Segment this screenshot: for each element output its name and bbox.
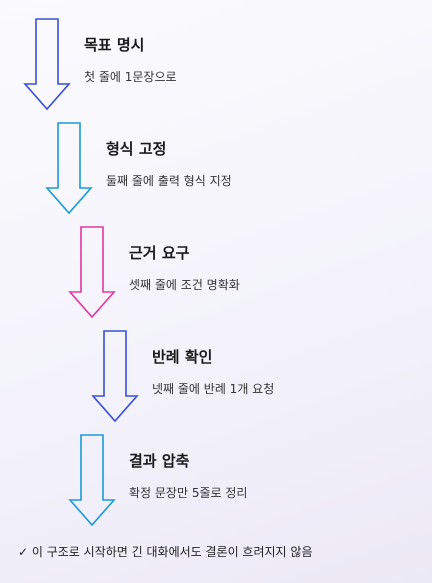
down-arrow-icon bbox=[23, 18, 71, 111]
step-title: 결과 압축 bbox=[129, 452, 190, 470]
footer-note: ✓ 이 구조로 시작하면 긴 대화에서도 결론이 흐려지지 않음 bbox=[18, 545, 313, 559]
down-arrow-icon bbox=[91, 330, 139, 423]
step-title: 형식 고정 bbox=[106, 140, 167, 158]
step-description: 셋째 줄에 조건 명확화 bbox=[129, 278, 240, 292]
step-title: 목표 명시 bbox=[84, 36, 145, 54]
step-title: 근거 요구 bbox=[129, 244, 190, 262]
step-title: 반례 확인 bbox=[152, 348, 213, 366]
down-arrow-icon bbox=[68, 434, 116, 527]
step-description: 둘째 줄에 출력 형식 지정 bbox=[106, 174, 232, 188]
down-arrow-icon bbox=[45, 122, 93, 215]
step-description: 확정 문장만 5줄로 정리 bbox=[129, 486, 248, 500]
step-description: 첫 줄에 1문장으로 bbox=[84, 70, 177, 84]
down-arrow-icon bbox=[68, 226, 116, 319]
step-description: 넷째 줄에 반례 1개 요청 bbox=[152, 382, 275, 396]
